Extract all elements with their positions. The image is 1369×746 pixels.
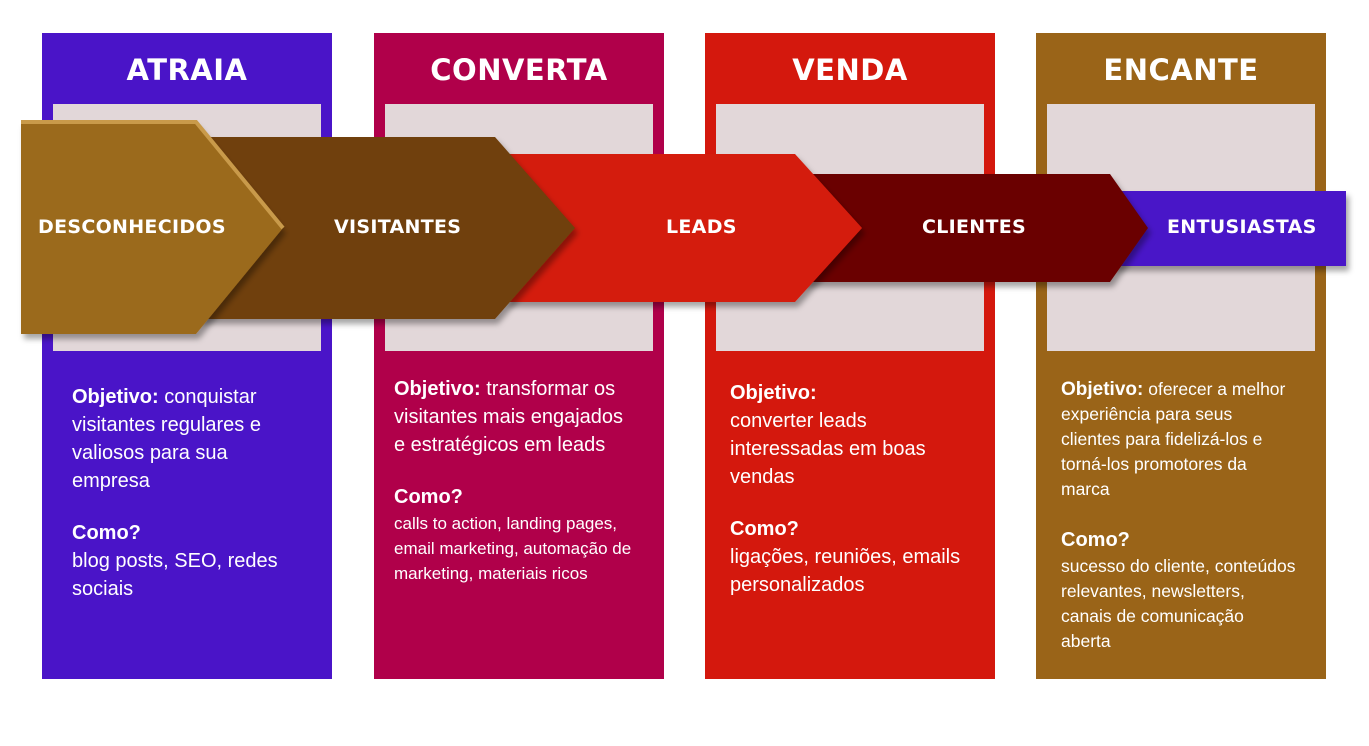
stage-arrow-desconhecidos	[21, 122, 283, 334]
column-body: Objetivo: oferecer a melhor experiência …	[1061, 377, 1296, 654]
how-label: Como?	[394, 486, 463, 508]
how-text: calls to action, landing pages, email ma…	[394, 514, 632, 583]
how-label: Como?	[730, 518, 799, 540]
how-text: ligações, reuniões, emails personalizado…	[730, 546, 961, 596]
column-title: CONVERTA	[430, 53, 608, 87]
objective-text: converter leads interessadas em boas ven…	[730, 410, 926, 488]
column-body: Objetivo: conquistar visitantes regulare…	[72, 383, 306, 603]
stage-label-clientes: CLIENTES	[922, 216, 1027, 238]
stage-arrow-desconhecidos-highlight	[21, 120, 285, 230]
objective-label: Objetivo:	[730, 382, 817, 404]
objective-text: conquistar visitantes regulares e valios…	[72, 386, 261, 492]
stage-label-leads: LEADS	[666, 216, 737, 238]
objective-label: Objetivo:	[394, 378, 481, 400]
column-encante: ENCANTE Objetivo: oferecer a melhor expe…	[1036, 33, 1326, 679]
stage-arrow-leads	[505, 154, 862, 302]
objective-text: oferecer a melhor experiência para seus …	[1061, 379, 1286, 499]
column-title: VENDA	[792, 53, 908, 87]
stage-label-entusiastas: ENTUSIASTAS	[1167, 216, 1317, 238]
objective-label: Objetivo:	[72, 386, 159, 408]
stage-arrow-entusiastas	[1095, 191, 1346, 266]
stage-arrow-visitantes	[195, 137, 575, 319]
stage-arrow-clientes	[790, 174, 1148, 282]
column-title: ENCANTE	[1103, 53, 1259, 87]
how-label: Como?	[72, 522, 141, 544]
how-text: sucesso do cliente, conteúdos relevantes…	[1061, 556, 1296, 651]
stage-label-visitantes: VISITANTES	[334, 216, 462, 238]
column-body: Objetivo: converter leads interessadas e…	[730, 379, 969, 599]
column-title: ATRAIA	[126, 53, 248, 87]
stage-label-desconhecidos: DESCONHECIDOS	[38, 216, 226, 238]
how-label: Como?	[1061, 529, 1130, 551]
objective-text: transformar os visitantes mais engajados…	[394, 378, 624, 456]
how-text: blog posts, SEO, redes sociais	[72, 550, 278, 600]
column-body: Objetivo: transformar os visitantes mais…	[394, 375, 638, 586]
objective-label: Objetivo:	[1061, 379, 1144, 400]
